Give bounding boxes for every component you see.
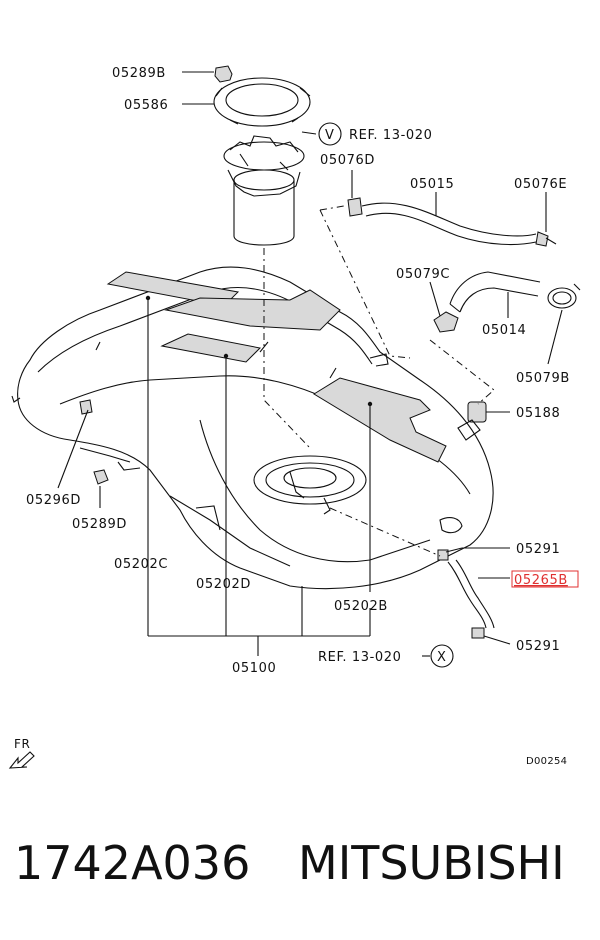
label-05289b-top: 05289B xyxy=(112,66,166,81)
clip-05291-lower xyxy=(471,627,485,639)
vapor-hose xyxy=(437,549,495,639)
heat-shield-05202c xyxy=(106,271,240,307)
clamp-05079c xyxy=(433,311,459,333)
bracket-05188 xyxy=(457,401,487,441)
fuel-tank xyxy=(11,266,494,590)
label-05076d: 05076D xyxy=(320,153,375,168)
ref-label-x: REF. 13-020 xyxy=(318,650,402,665)
label-05079b: 05079B xyxy=(516,371,570,386)
alignment-lines xyxy=(263,205,495,557)
heat-shield-05202d xyxy=(160,333,262,363)
label-05076e: 05076E xyxy=(514,177,567,192)
label-05202d: 05202D xyxy=(196,577,251,592)
heat-shield-upper xyxy=(164,289,341,331)
label-05014: 05014 xyxy=(482,323,526,338)
label-05586: 05586 xyxy=(124,98,168,113)
leader-dots xyxy=(145,295,373,407)
label-05265b: 05265B xyxy=(514,573,568,588)
bolt-05296d xyxy=(79,399,93,415)
part-number: 1742A036 xyxy=(14,836,251,890)
caption: 1742A036 MITSUBISHI xyxy=(14,836,594,896)
label-05202b: 05202B xyxy=(334,599,388,614)
leader-lines xyxy=(57,71,563,657)
ref-marker-v: V xyxy=(325,128,335,143)
front-label: FR xyxy=(14,737,30,751)
label-05100: 05100 xyxy=(232,661,276,676)
front-arrow-icon xyxy=(8,751,35,769)
clamp-05076d xyxy=(347,197,363,217)
brand-name: MITSUBISHI xyxy=(298,836,565,890)
pump-flange-ring xyxy=(253,455,367,515)
nut-05289d xyxy=(93,469,109,485)
clip-05291-upper xyxy=(437,549,449,561)
ref-label-v: REF. 13-020 xyxy=(349,128,433,143)
ref-marker-v-circle xyxy=(318,122,342,146)
clamp-05076e xyxy=(535,231,549,247)
ref-marker-x-circle xyxy=(430,644,454,668)
ref-marker-x: X xyxy=(437,650,447,665)
label-05015: 05015 xyxy=(410,177,454,192)
heat-shield-05202b xyxy=(313,377,447,463)
label-05079c: 05079C xyxy=(396,267,450,282)
heat-shields xyxy=(106,271,447,463)
highlight-box-05265b xyxy=(511,570,579,588)
fuel-pump-module xyxy=(213,65,311,246)
nut-05289b xyxy=(214,65,233,83)
label-05188: 05188 xyxy=(516,406,560,421)
filler-hose xyxy=(347,197,557,247)
label-05291-upper: 05291 xyxy=(516,542,560,557)
breather-hose xyxy=(433,271,581,333)
clamp-05079b xyxy=(547,287,577,309)
diagram-id: D00254 xyxy=(526,756,567,767)
label-05296d: 05296D xyxy=(26,493,81,508)
label-05202c: 05202C xyxy=(114,557,168,572)
label-05289d: 05289D xyxy=(72,517,127,532)
label-05291-lower: 05291 xyxy=(516,639,560,654)
